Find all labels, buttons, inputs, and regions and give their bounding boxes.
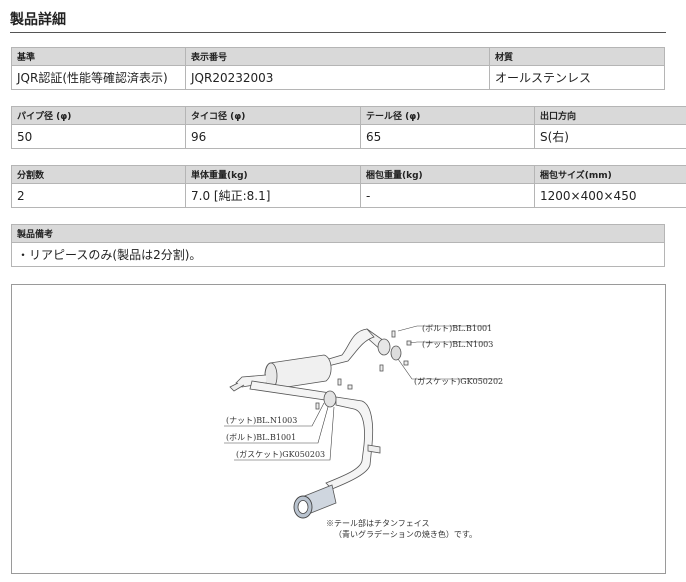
- value-material: オールステンレス: [489, 65, 665, 90]
- hanger-left: [229, 382, 245, 392]
- label-gasket-lower: (ガスケット)GK050203: [236, 449, 325, 459]
- leader-bolt-lower: [224, 406, 329, 444]
- header-standard: 基準: [11, 47, 186, 66]
- exhaust-diagram-drawing: (ボルト)BL.B1001 (ナット)BL.N1003 (ガスケット)GK050…: [224, 324, 503, 539]
- header-material: 材質: [489, 47, 665, 66]
- value-package-size: 1200×400×450: [534, 183, 686, 208]
- value-split-count: 2: [11, 183, 186, 208]
- lower-flange: [323, 390, 337, 408]
- lower-pipe: [325, 396, 374, 490]
- header-split-count: 分割数: [11, 165, 186, 184]
- leader-gasket-upper: [397, 358, 500, 380]
- lower-hardware: [315, 378, 353, 410]
- lower-leader-lines: [224, 402, 335, 461]
- value-display-number: JQR20232003: [185, 65, 490, 90]
- value-standard: JQR認証(性能等確認済表示): [11, 65, 186, 90]
- leader-gasket-lower: [234, 406, 335, 461]
- note-line-1: ※テール部はチタンフェイス: [326, 518, 430, 528]
- header-package-size: 梱包サイズ(mm): [534, 165, 686, 184]
- spec-table-standard: 基準 表示番号 材質 JQR認証(性能等確認済表示) JQR20232003 オ…: [11, 47, 665, 90]
- nut-upper-part-2: [403, 360, 409, 366]
- label-bolt-lower: (ボルト)BL.B1001: [226, 433, 296, 442]
- value-silencer-diameter: 96: [185, 124, 361, 149]
- nut-lower-part: [347, 384, 353, 390]
- header-pipe-diameter: パイプ径 (φ): [11, 106, 186, 125]
- hanger-right: [367, 444, 381, 454]
- bolt-upper-part-2: [379, 364, 384, 372]
- bolt-lower-part: [337, 378, 342, 386]
- label-gasket-upper: (ガスケット)GK050202: [414, 376, 503, 386]
- bolt-lower-part-2: [315, 402, 320, 410]
- tail-outlet-inner: [297, 500, 309, 514]
- upper-flange: [377, 338, 391, 356]
- note-line-2: （青いグラデーションの焼き色）です。: [334, 529, 477, 539]
- leader-bolt-upper: [397, 325, 490, 332]
- label-nut-lower: (ナット)BL.N1003: [226, 416, 297, 425]
- upper-hardware: [379, 330, 412, 372]
- header-exit-direction: 出口方向: [534, 106, 686, 125]
- header-unit-weight: 単体重量(kg): [185, 165, 361, 184]
- spec-table-weight: 分割数 単体重量(kg) 梱包重量(kg) 梱包サイズ(mm) 2 7.0 [純…: [11, 165, 686, 208]
- title-divider: [10, 32, 666, 33]
- value-remarks: ・リアピースのみ(製品は2分割)。: [11, 242, 665, 267]
- leader-nut-upper: [409, 341, 490, 344]
- remarks-table: 製品備考 ・リアピースのみ(製品は2分割)。: [11, 224, 665, 267]
- exhaust-diagram: (ボルト)BL.B1001 (ナット)BL.N1003 (ガスケット)GK050…: [11, 284, 666, 574]
- page-title: 製品詳細: [10, 12, 66, 28]
- label-nut-upper: (ナット)BL.N1003: [422, 340, 493, 349]
- header-silencer-diameter: タイコ径 (φ): [185, 106, 361, 125]
- value-pipe-diameter: 50: [11, 124, 186, 149]
- header-package-weight: 梱包重量(kg): [360, 165, 535, 184]
- spec-table-dimensions: パイプ径 (φ) タイコ径 (φ) テール径 (φ) 出口方向 50 96 65…: [11, 106, 686, 149]
- label-bolt-upper: (ボルト)BL.B1001: [422, 324, 492, 333]
- value-package-weight: -: [360, 183, 535, 208]
- value-tail-diameter: 65: [360, 124, 535, 149]
- bolt-upper-part: [391, 330, 396, 338]
- upper-gasket-part: [390, 345, 402, 361]
- upper-leader-lines: [397, 325, 500, 380]
- value-unit-weight: 7.0 [純正:8.1]: [185, 183, 361, 208]
- header-tail-diameter: テール径 (φ): [360, 106, 535, 125]
- value-exit-direction: S(右): [534, 124, 686, 149]
- header-remarks: 製品備考: [11, 224, 665, 243]
- leader-nut-lower: [224, 402, 325, 427]
- header-display-number: 表示番号: [185, 47, 490, 66]
